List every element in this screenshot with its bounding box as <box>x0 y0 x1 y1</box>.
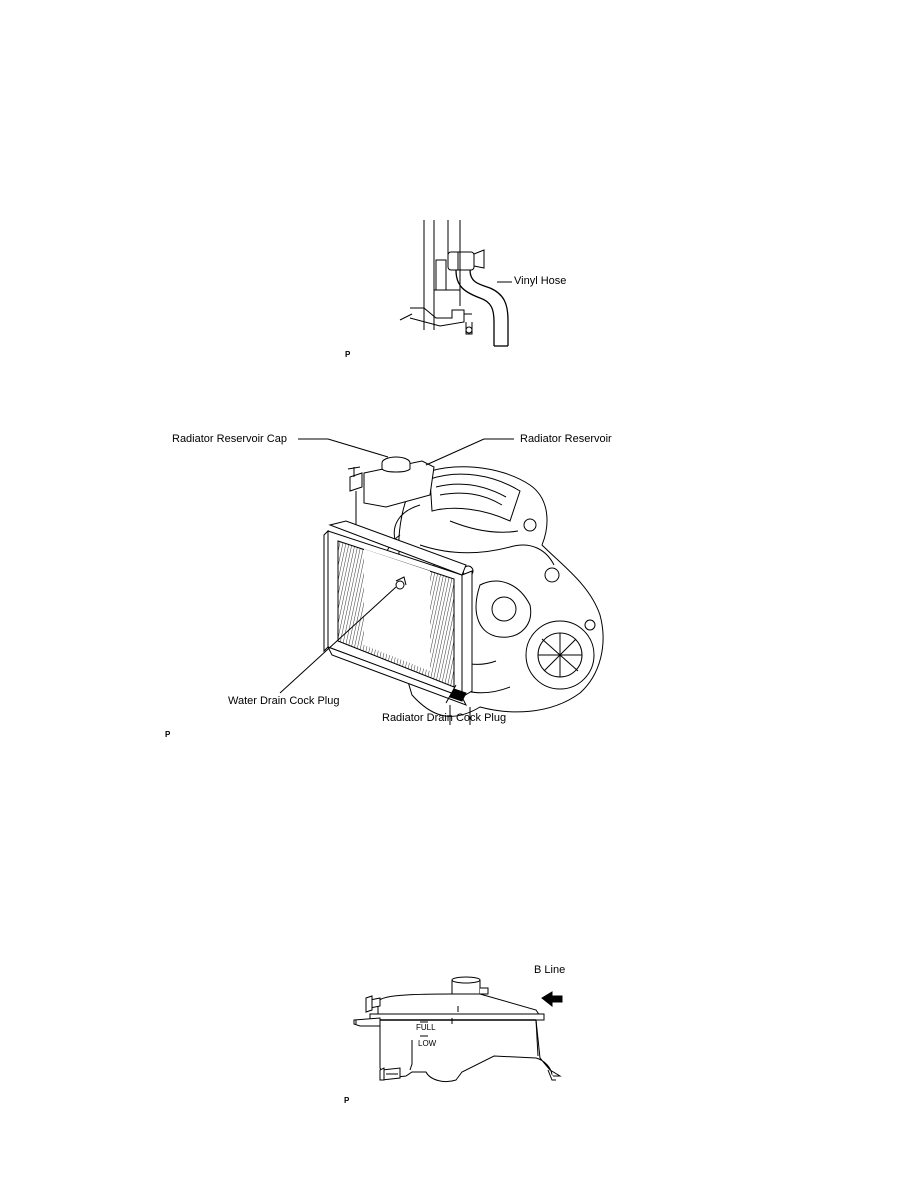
vinyl-hose-figure: Vinyl Hose P <box>345 210 600 370</box>
figure-code: P <box>345 350 351 359</box>
reservoir-illustration <box>340 960 580 1110</box>
radiator-reservoir-label: Radiator Reservoir <box>520 433 612 445</box>
vinyl-hose-label: Vinyl Hose <box>514 275 567 287</box>
water-drain-cock-plug-label: Water Drain Cock Plug <box>228 695 340 707</box>
reservoir-level-figure: B Line FULL LOW P <box>340 960 580 1110</box>
engine-radiator-illustration <box>150 425 640 745</box>
b-line-label: B Line <box>534 964 566 976</box>
figure-code: P <box>165 730 171 739</box>
engine-radiator-figure: Radiator Reservoir Cap Radiator Reservoi… <box>150 425 640 745</box>
vinyl-hose-illustration <box>380 210 600 370</box>
radiator-drain-cock-plug-label: Radiator Drain Cock Plug <box>382 712 507 724</box>
low-mark-label: LOW <box>418 1039 437 1048</box>
radiator-reservoir-cap-label: Radiator Reservoir Cap <box>172 433 287 445</box>
figure-code: P <box>344 1096 350 1105</box>
full-mark-label: FULL <box>416 1023 436 1032</box>
